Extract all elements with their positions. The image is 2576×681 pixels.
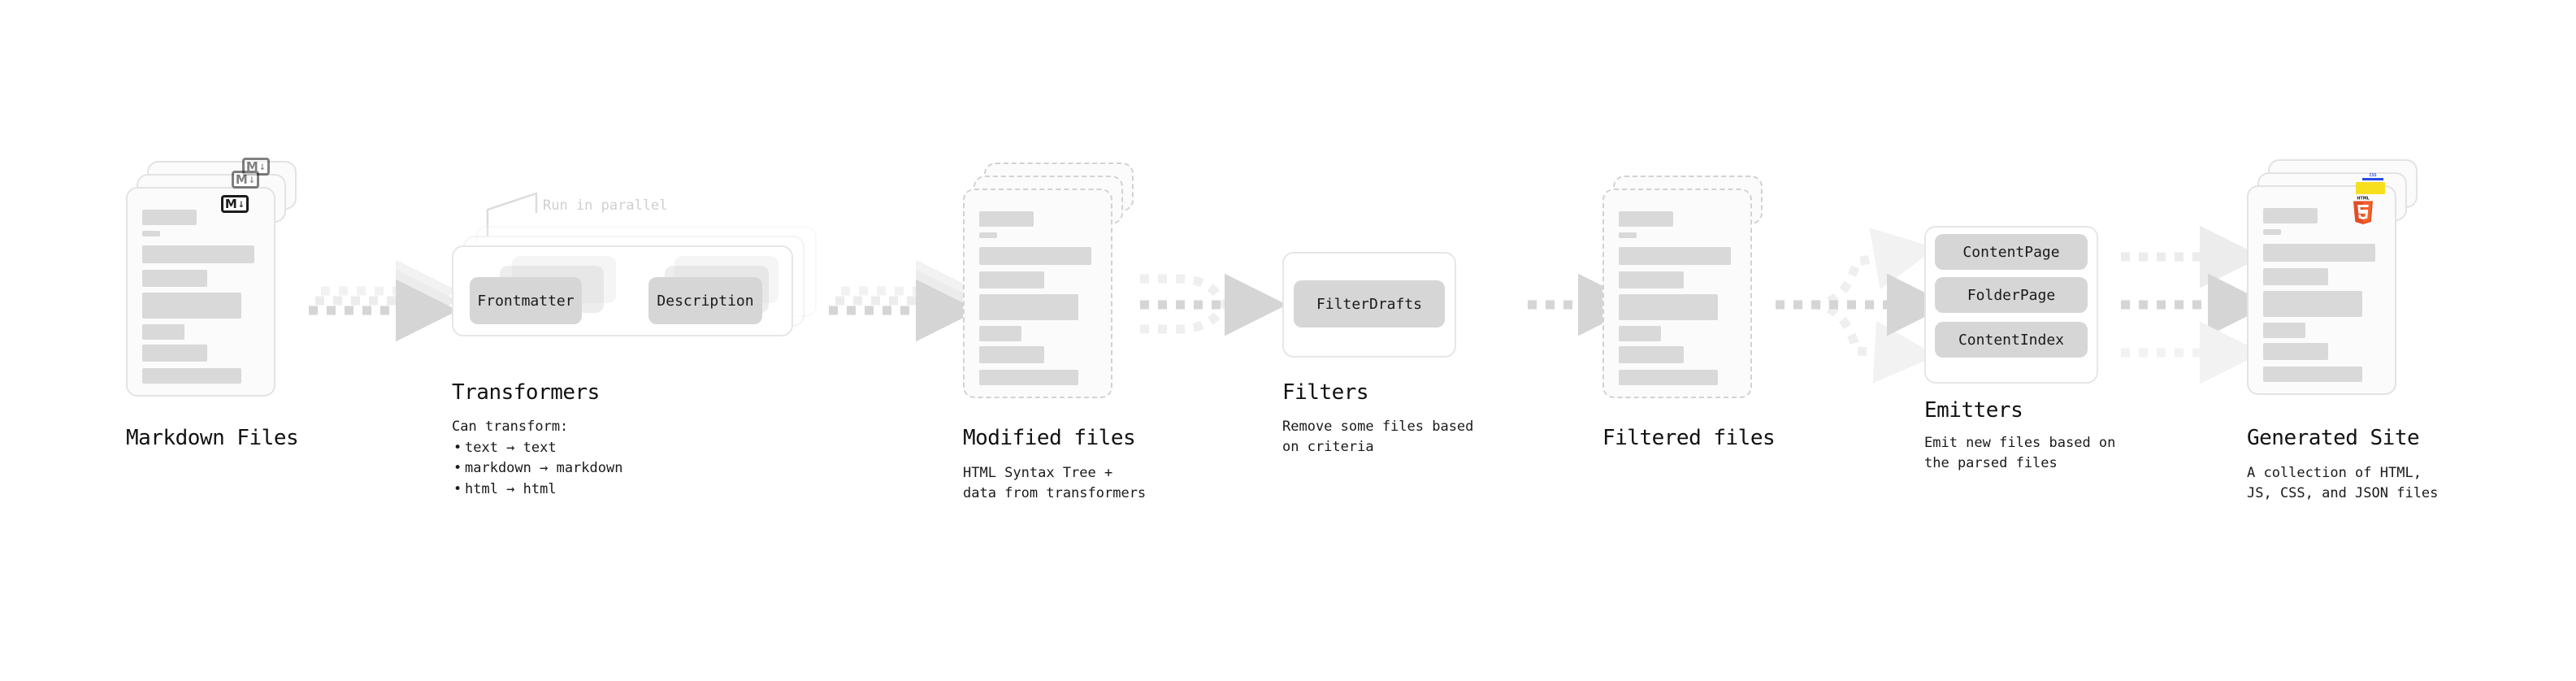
skeleton-bar — [142, 293, 241, 319]
svg-text:HTML: HTML — [2357, 196, 2369, 201]
skeleton-bar — [979, 326, 1021, 341]
markdown-card-front — [126, 187, 275, 397]
arrow-markdown-to-transformers — [309, 259, 458, 342]
markdown-icon-letter: M — [245, 158, 258, 174]
skeleton-bar — [1619, 294, 1718, 320]
svg-text:CSS: CSS — [2369, 173, 2376, 178]
skeleton-bar — [2263, 367, 2362, 382]
run-in-parallel-label: Run in parallel — [543, 197, 668, 214]
stage-markdown-files: M↓ M↓ M↓ — [126, 158, 297, 397]
emitter-node-folderpage[interactable]: FolderPage — [1935, 277, 2088, 313]
skeleton-bar — [142, 345, 207, 362]
markdown-icon-letter: M — [235, 171, 248, 187]
markdown-icon: M↓ — [221, 195, 249, 213]
markdown-icon-arrow: ↓ — [237, 197, 245, 210]
markdown-card-stack: M↓ M↓ M↓ — [126, 158, 297, 397]
skeleton-bar — [2263, 208, 2318, 223]
can-transform-list: text → text markdown → markdown html → h… — [452, 438, 623, 501]
stage-title-filters: Filters — [1282, 380, 1369, 405]
markdown-icon-arrow: ↓ — [248, 173, 256, 186]
css3-icon: CSS — [2362, 173, 2383, 180]
skeleton-bar — [142, 231, 160, 236]
stage-title-generated-site: Generated Site — [2247, 426, 2420, 450]
filter-node-filterdrafts[interactable]: FilterDrafts — [1294, 280, 1445, 327]
skeleton-bar — [142, 210, 197, 225]
skeleton-bar — [2263, 244, 2375, 262]
skeleton-bar — [142, 324, 184, 340]
stage-filtered-files — [1602, 163, 1773, 398]
skeleton-bar — [979, 294, 1078, 320]
list-item: markdown → markdown — [453, 458, 623, 479]
skeleton-bar — [979, 232, 997, 238]
can-transform-heading: Can transform: — [452, 419, 569, 435]
html5-icon: HTML — [2353, 196, 2373, 224]
skeleton-bar — [2263, 323, 2305, 338]
skeleton-bar — [2263, 291, 2362, 317]
skeleton-bar — [142, 245, 254, 263]
list-item: text → text — [453, 438, 622, 459]
skeleton-bar — [2263, 268, 2328, 285]
stage-generated-site: CSS HTML — [2247, 159, 2418, 395]
markdown-icon: M↓ — [232, 171, 259, 189]
transformer-node-frontmatter[interactable]: Frontmatter — [470, 277, 582, 324]
transformers-capabilities: Can transform: text → text markdown → ma… — [452, 417, 622, 500]
skeleton-bar — [1619, 247, 1731, 265]
skeleton-bar — [1619, 346, 1684, 363]
skeleton-bar — [1619, 271, 1684, 288]
stage-desc-generated-site: A collection of HTML, JS, CSS, and JSON … — [2247, 465, 2439, 501]
skeleton-bar — [979, 211, 1034, 227]
stage-desc-emitters: Emit new files based on the parsed files — [1924, 435, 2116, 471]
emitter-node-contentindex[interactable]: ContentIndex — [1935, 322, 2088, 358]
stage-desc-modified-files: HTML Syntax Tree + data from transformer… — [963, 465, 1147, 501]
skeleton-bar — [1619, 370, 1718, 385]
modified-card-stack — [963, 163, 1134, 398]
skeleton-bar — [1619, 211, 1673, 227]
site-card-stack: CSS HTML — [2247, 159, 2418, 395]
arrow-emitters-to-site — [2121, 225, 2270, 384]
transformer-node-description[interactable]: Description — [648, 277, 762, 324]
skeleton-bar — [1619, 326, 1661, 341]
list-item: html → html — [453, 479, 622, 501]
filtered-card-front — [1602, 189, 1752, 398]
filtered-card-stack — [1602, 163, 1773, 398]
arrow-filtered-to-emitters — [1776, 228, 1949, 384]
stage-title-filtered-files: Filtered files — [1602, 426, 1776, 450]
skeleton-bar — [979, 247, 1091, 265]
skeleton-bar — [1619, 232, 1637, 238]
skeleton-bar — [142, 270, 207, 287]
skeleton-bar — [979, 271, 1044, 288]
stage-title-emitters: Emitters — [1924, 398, 2023, 423]
stage-title-markdown-files: Markdown Files — [126, 426, 299, 450]
arrow-modified-to-filters — [1140, 273, 1287, 336]
modified-card-front — [963, 189, 1112, 398]
arrow-transformers-to-modified — [829, 259, 978, 342]
skeleton-bar — [979, 346, 1044, 363]
stage-desc-filters: Remove some files based on criteria — [1282, 419, 1474, 455]
skeleton-bar — [979, 370, 1078, 385]
stage-modified-files — [963, 163, 1134, 398]
stage-title-transformers: Transformers — [452, 380, 600, 405]
emitter-node-contentpage[interactable]: ContentPage — [1935, 234, 2088, 270]
stage-title-modified-files: Modified files — [963, 426, 1136, 450]
javascript-icon — [2356, 182, 2385, 194]
markdown-icon-letter: M — [224, 196, 237, 211]
site-card-front — [2247, 185, 2396, 395]
markdown-icon-arrow: ↓ — [258, 160, 267, 173]
skeleton-bar — [2263, 343, 2328, 360]
skeleton-bar — [142, 368, 241, 384]
skeleton-bar — [2263, 229, 2281, 235]
